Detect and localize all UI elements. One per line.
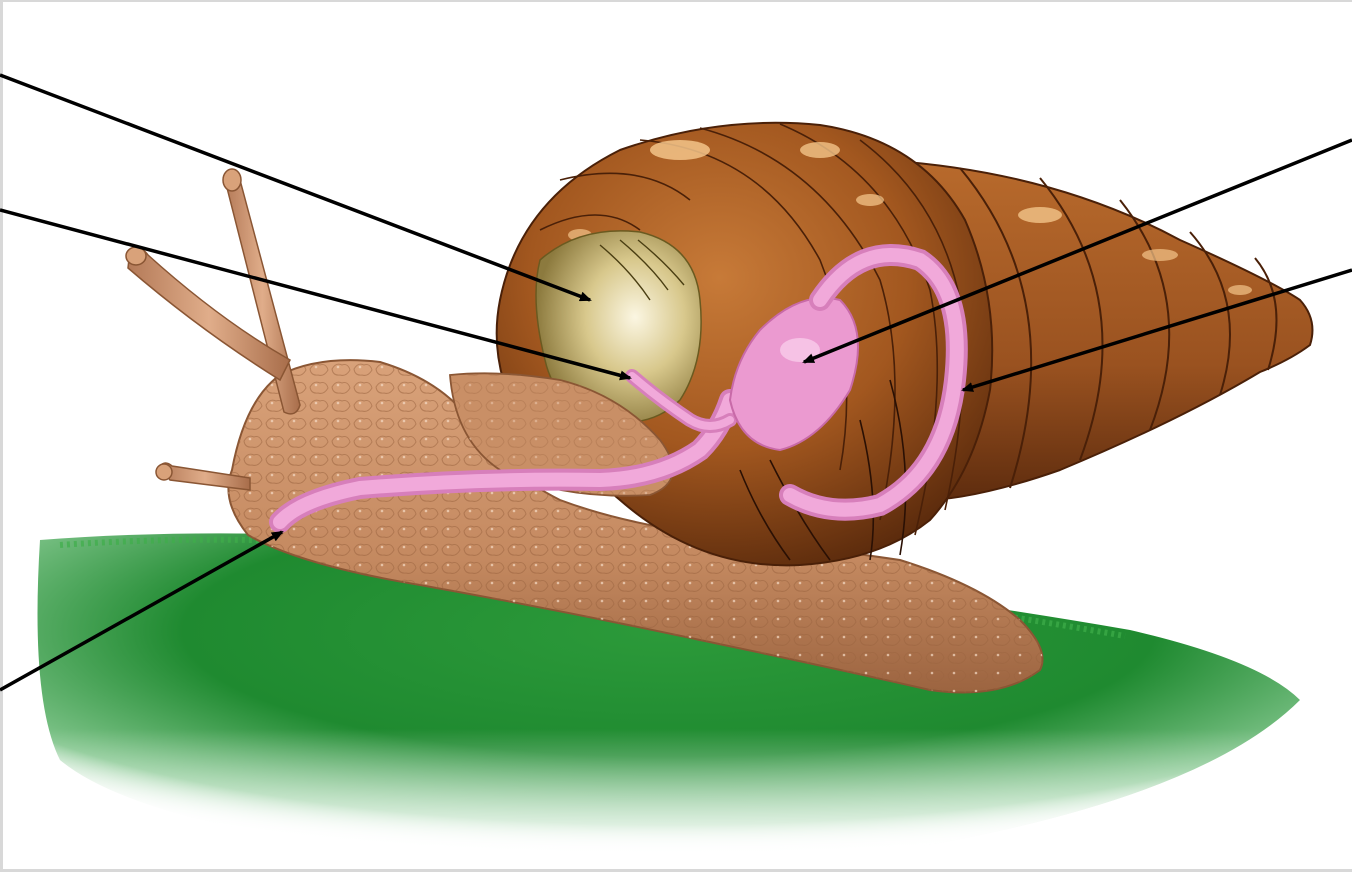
- pointer-mantle: [0, 75, 590, 300]
